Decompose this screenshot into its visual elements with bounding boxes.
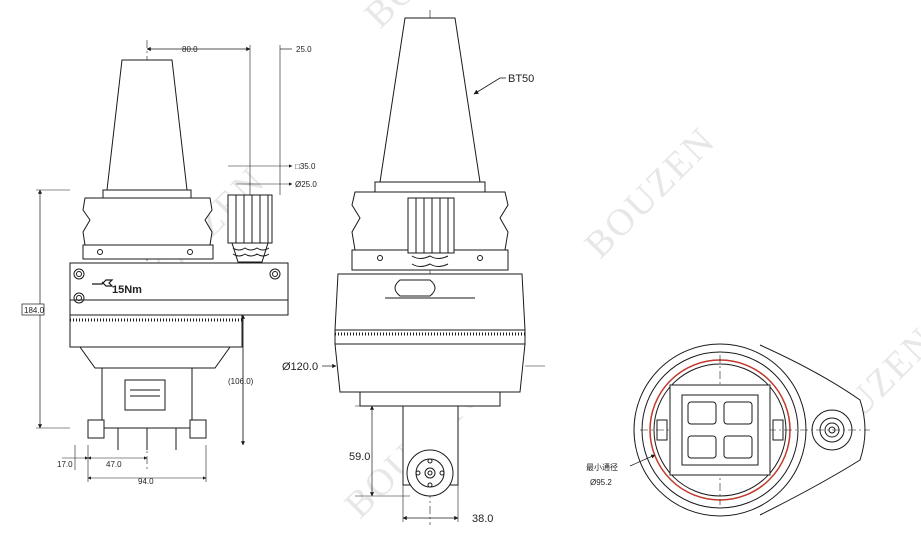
taper-label: BT50 [508, 73, 534, 85]
dim-38: 38.0 [472, 513, 493, 525]
dim-59: 59.0 [349, 451, 370, 463]
dim-diameter-120: Ø120.0 [282, 361, 318, 373]
front-view [322, 10, 545, 525]
dim-47: 47.0 [106, 460, 122, 469]
min-bore-label: 最小通径 [586, 462, 618, 472]
bottom-view [629, 343, 870, 517]
min-bore-value: Ø95.2 [590, 478, 612, 487]
dim-106: (106.0) [228, 377, 254, 386]
side-view-labels: 80.0 25.0 □35.0 Ø25.0 184.0 (106.0) 17.0… [21, 45, 317, 486]
dim-17: 17.0 [57, 460, 73, 469]
bottom-view-labels: 最小通径 Ø95.2 [586, 462, 618, 487]
front-view-labels: BT50 Ø120.0 59.0 38.0 [282, 73, 534, 525]
side-view [36, 40, 293, 482]
dim-80: 80.0 [182, 45, 198, 54]
dim-square-35: □35.0 [295, 162, 316, 171]
dim-184: 184.0 [24, 306, 45, 315]
dim-25: 25.0 [296, 45, 312, 54]
torque-label: 15Nm [112, 284, 142, 296]
dim-94: 94.0 [138, 477, 154, 486]
dim-round-25: Ø25.0 [295, 180, 317, 189]
watermark: BOUZEN [577, 119, 724, 266]
